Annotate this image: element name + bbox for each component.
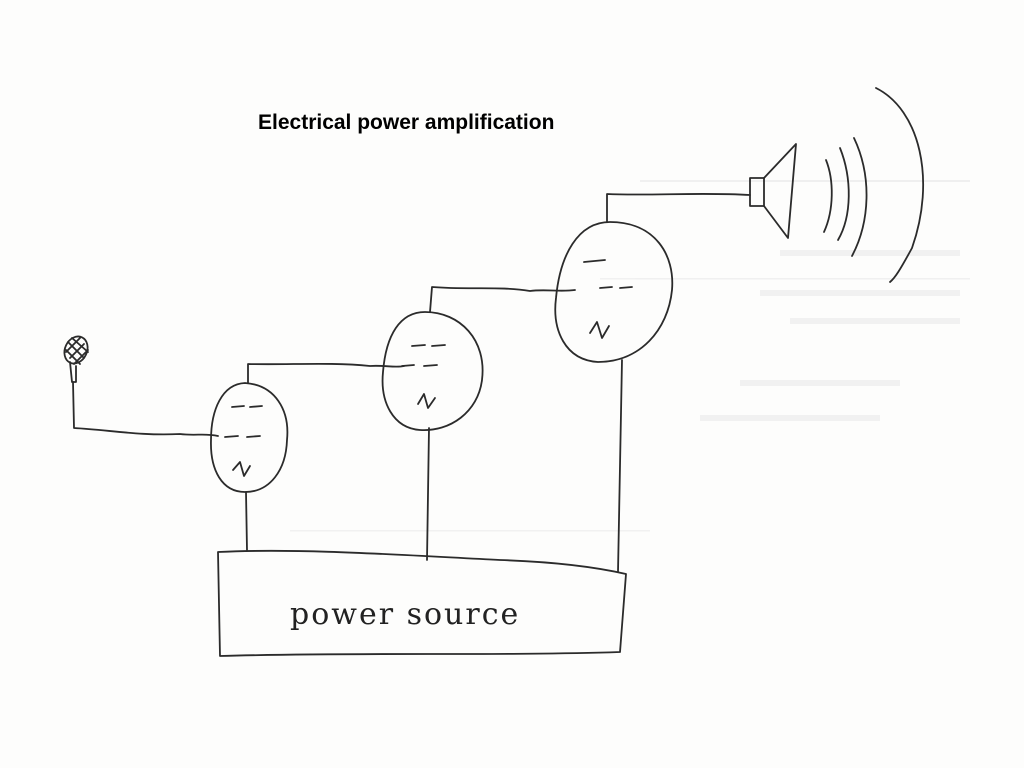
vacuum-tube-icon [554, 221, 674, 363]
coupling-wire-2 [429, 286, 576, 313]
microphone-icon [63, 335, 89, 383]
speaker-icon [749, 87, 924, 283]
supply-wire-3 [617, 359, 623, 573]
supply-wire-2 [426, 427, 430, 561]
bleed-through-text [290, 180, 970, 532]
power-source-box [217, 549, 627, 657]
slide-title: Electrical power amplification [258, 111, 555, 134]
supply-wire-1 [245, 491, 248, 551]
input-wire [72, 381, 219, 437]
vacuum-tube-icon [210, 382, 289, 493]
power-source-label: power source [290, 597, 520, 632]
output-wire [606, 192, 751, 223]
coupling-wire-1 [247, 362, 405, 384]
vacuum-tube-icon [381, 311, 484, 431]
